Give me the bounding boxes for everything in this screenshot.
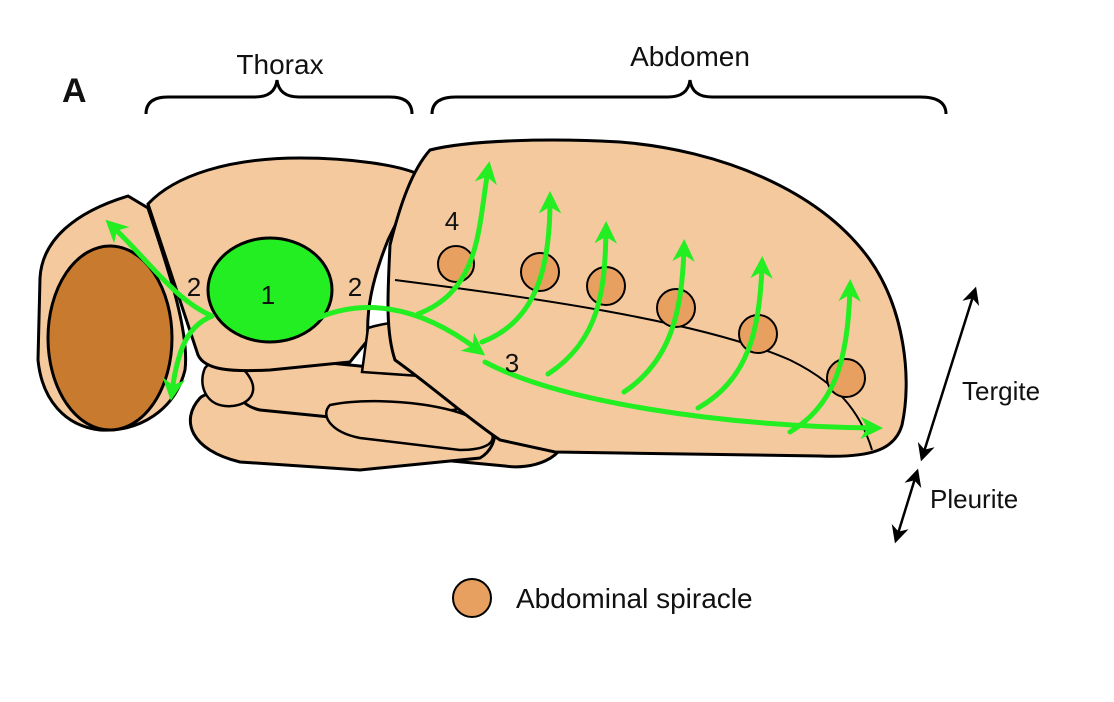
- airflow-arrow-spiracle-4: [415, 161, 497, 317]
- tergite-label: Tergite: [962, 376, 1040, 406]
- airflow-arrow-up-5: [787, 279, 861, 435]
- tergite-arrow: [917, 286, 980, 462]
- airflow-arrow-up-3: [621, 239, 695, 395]
- airflow-arrow-to-abdomen: [315, 305, 486, 356]
- thoracic-spiracle: [206, 236, 334, 344]
- airflow-arrow-head-up: [105, 219, 215, 319]
- airflow-arrow-tracheal-trunk: [482, 359, 883, 440]
- legend-label: Abdominal spiracle: [516, 583, 753, 614]
- pleurite-arrow: [891, 468, 922, 544]
- abdominal-spiracle: [826, 358, 866, 398]
- airflow-arrow-up-4: [695, 256, 773, 411]
- tergite-pleurite-boundary: [394, 279, 873, 451]
- label-3: 3: [505, 348, 519, 378]
- legend-spiracle-icon: [452, 578, 492, 618]
- thorax-label: Thorax: [236, 49, 323, 80]
- label-4: 4: [445, 206, 459, 236]
- abdomen-label: Abdomen: [630, 41, 750, 72]
- airflow-arrow-up-2: [545, 221, 618, 377]
- label-2-right: 2: [348, 272, 362, 302]
- airflow-arrow-up-1: [479, 191, 562, 345]
- panel-label: A: [62, 72, 87, 110]
- compound-eye: [46, 244, 174, 432]
- pleurite-label: Pleurite: [930, 484, 1018, 514]
- airflow-arrow-head-down: [162, 313, 215, 401]
- abdomen-brace: [430, 79, 948, 115]
- thorax-brace: [144, 79, 414, 115]
- label-2-left: 2: [187, 272, 201, 302]
- label-1: 1: [261, 280, 275, 310]
- leg-segment: [325, 399, 494, 452]
